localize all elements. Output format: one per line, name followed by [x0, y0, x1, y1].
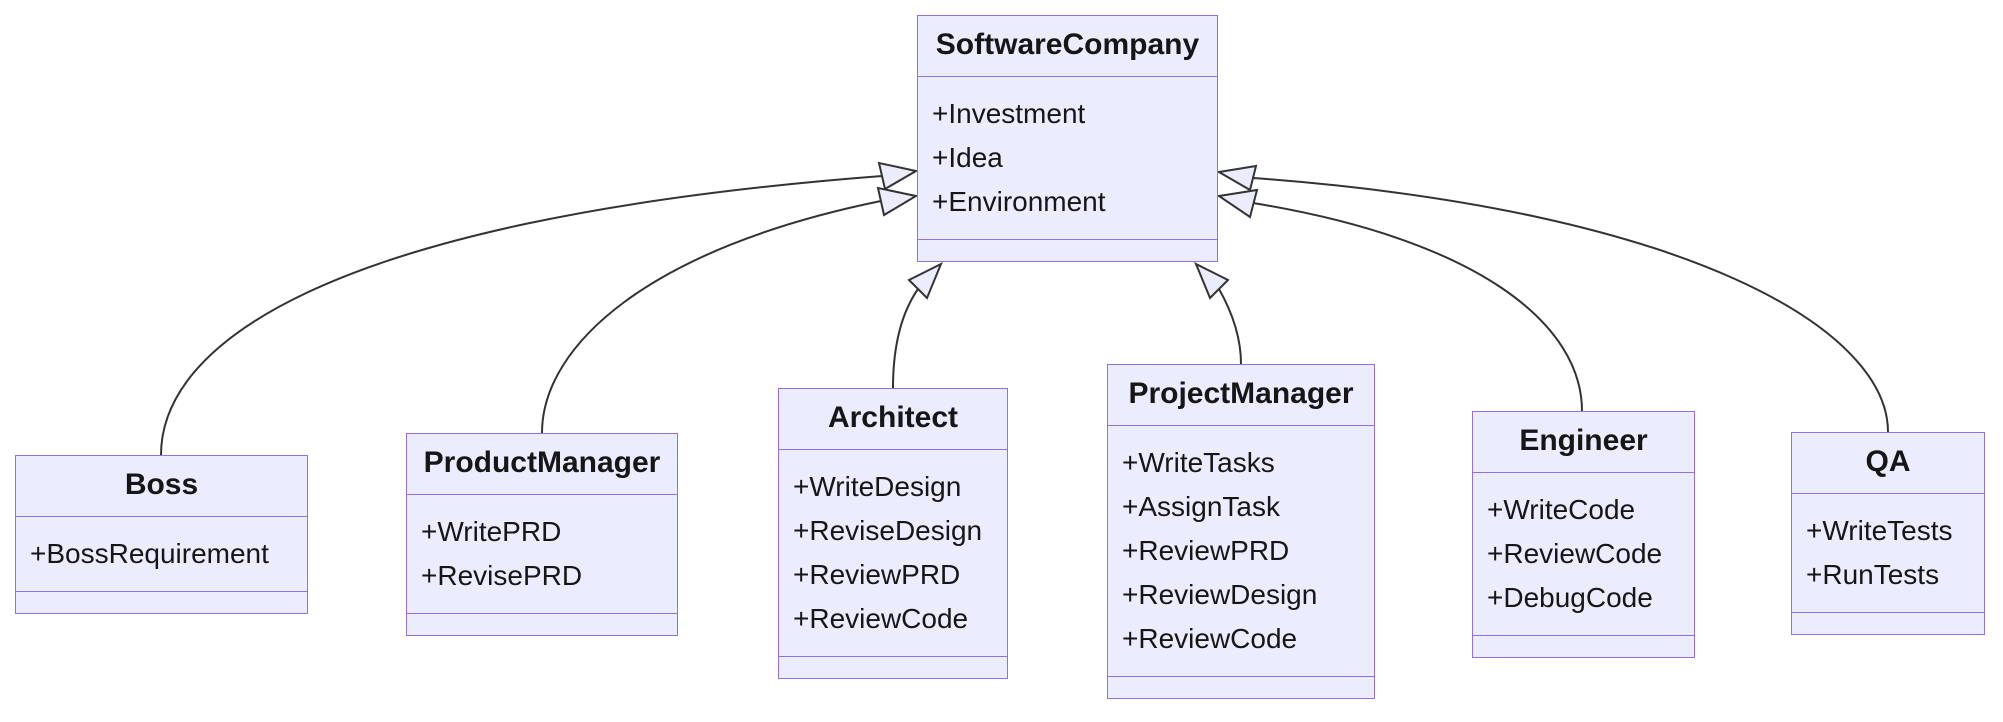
- class-attribute: +WritePRD: [421, 516, 562, 547]
- class-attribute: +RevisePRD: [421, 560, 583, 591]
- edge-projectmanager-inherits-softwarecompany: [1218, 288, 1242, 365]
- inheritance-arrowhead-projectmanager: [1194, 261, 1230, 300]
- class-methods-empty: [1473, 636, 1694, 657]
- class-attribute: +Investment: [932, 98, 1086, 129]
- class-attribute: +AssignTask: [1122, 491, 1280, 522]
- class-attribute: +ReviewPRD: [1122, 535, 1290, 566]
- class-attributes: +WriteCode +ReviewCode +DebugCode: [1473, 473, 1694, 636]
- class-attribute: +ReviseDesign: [793, 515, 983, 546]
- class-attribute: +ReviewDesign: [1122, 579, 1318, 610]
- edge-boss-inherits-softwarecompany: [160, 175, 883, 456]
- class-title: SoftwareCompany: [918, 16, 1217, 77]
- edge-qa-inherits-softwarecompany: [1252, 177, 1889, 433]
- class-attribute: +WriteDesign: [793, 471, 962, 502]
- class-title: QA: [1792, 433, 1984, 494]
- class-methods-empty: [779, 657, 1007, 678]
- class-methods-empty: [1792, 613, 1984, 634]
- class-methods-empty: [407, 614, 677, 635]
- class-title: Boss: [16, 456, 307, 517]
- class-engineer: Engineer +WriteCode +ReviewCode +DebugCo…: [1472, 411, 1695, 658]
- class-attributes: +WriteTests +RunTests: [1792, 494, 1984, 613]
- class-attribute: +ReviewCode: [793, 603, 969, 634]
- class-title: ProjectManager: [1108, 365, 1374, 426]
- class-title: Architect: [779, 389, 1007, 450]
- class-attributes: +WriteTasks +AssignTask +ReviewPRD +Revi…: [1108, 426, 1374, 677]
- class-projectmanager: ProjectManager +WriteTasks +AssignTask +…: [1107, 364, 1375, 699]
- class-qa: QA +WriteTests +RunTests: [1791, 432, 1985, 635]
- class-attribute: +Idea: [932, 142, 1003, 173]
- class-boss: Boss +BossRequirement: [15, 455, 308, 614]
- class-attribute: +DebugCode: [1487, 582, 1653, 613]
- inheritance-arrowhead-productmanager: [876, 186, 919, 217]
- class-attributes: +WritePRD +RevisePRD: [407, 495, 677, 614]
- class-attribute: +RunTests: [1806, 559, 1940, 590]
- class-methods-empty: [16, 592, 307, 613]
- edge-engineer-inherits-softwarecompany: [1252, 202, 1583, 412]
- class-productmanager: ProductManager +WritePRD +RevisePRD: [406, 433, 678, 636]
- class-attribute: +BossRequirement: [30, 538, 269, 569]
- class-attributes: +WriteDesign +ReviseDesign +ReviewPRD +R…: [779, 450, 1007, 657]
- inheritance-arrowhead-boss: [877, 161, 919, 191]
- class-attribute: +ReviewCode: [1487, 538, 1663, 569]
- class-architect: Architect +WriteDesign +ReviseDesign +Re…: [778, 388, 1008, 679]
- inheritance-arrowhead-qa: [1216, 164, 1258, 192]
- class-attributes: +BossRequirement: [16, 517, 307, 592]
- edge-architect-inherits-softwarecompany: [892, 288, 919, 389]
- class-title: ProductManager: [407, 434, 677, 495]
- class-attribute: +Environment: [932, 186, 1106, 217]
- class-title: Engineer: [1473, 412, 1694, 473]
- class-attribute: +ReviewCode: [1122, 623, 1298, 654]
- inheritance-arrowhead-engineer: [1216, 188, 1259, 219]
- class-attribute: +WriteTasks: [1122, 447, 1275, 478]
- class-softwarecompany: SoftwareCompany +Investment +Idea +Envir…: [917, 15, 1218, 262]
- class-attributes: +Investment +Idea +Environment: [918, 77, 1217, 240]
- inheritance-arrowhead-architect: [907, 261, 943, 300]
- class-attribute: +WriteCode: [1487, 494, 1636, 525]
- class-attribute: +ReviewPRD: [793, 559, 961, 590]
- class-methods-empty: [918, 240, 1217, 261]
- class-attribute: +WriteTests: [1806, 515, 1953, 546]
- class-methods-empty: [1108, 677, 1374, 698]
- edge-productmanager-inherits-softwarecompany: [541, 200, 882, 434]
